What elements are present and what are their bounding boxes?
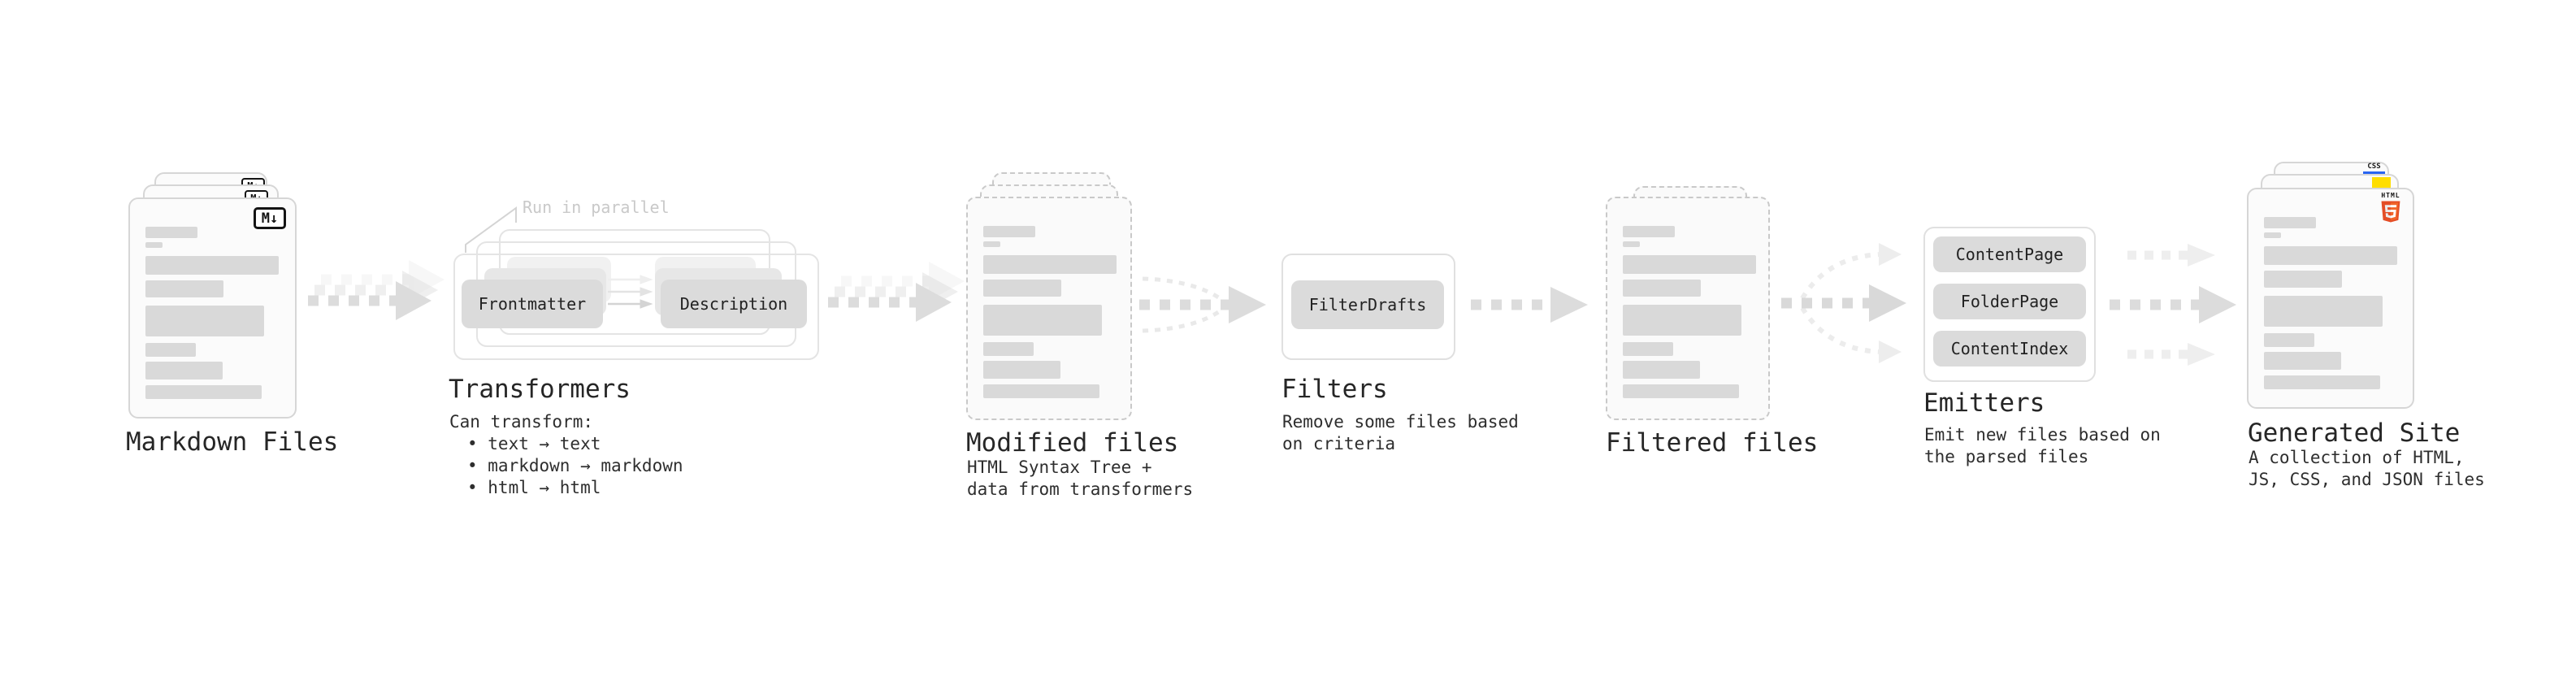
filtered-doc-front [1606, 197, 1770, 420]
generated-site-description: A collection of HTML, JS, CSS, and JSON … [2249, 447, 2485, 491]
flow-arrow-split-to-emitters [1781, 243, 1906, 363]
html5-icon: HTML [2379, 192, 2402, 223]
filter-drafts-pill: FilterDrafts [1291, 280, 1444, 329]
transformer-box-front [453, 254, 819, 360]
flow-arrow-filters-to-filtered [1471, 287, 1588, 323]
flow-arrow-merge-to-filters [1139, 276, 1266, 333]
filters-description: Remove some files based on criteria [1282, 411, 1519, 455]
body-line: data from transformers [967, 479, 1194, 499]
js-icon [2372, 177, 2391, 188]
frontmatter-pill: Frontmatter [462, 280, 603, 328]
transformers-description: Can transform: • text → text • markdown … [449, 411, 683, 499]
pill-to-pill-arrows [608, 275, 653, 309]
filtered-files-label: Filtered files [1606, 428, 1819, 458]
emitters-description: Emit new files based on the parsed files [1924, 424, 2161, 468]
body-line: A collection of HTML, [2249, 448, 2465, 467]
body-line: on criteria [1282, 434, 1396, 453]
run-in-parallel-callout-line [465, 206, 517, 253]
filters-heading: Filters [1281, 375, 1388, 404]
modified-files-label: Modified files [966, 428, 1179, 458]
html5-word: HTML [2381, 192, 2400, 199]
body-line: • text → text [467, 434, 601, 453]
emitters-heading: Emitters [1923, 388, 2045, 418]
body-line: the parsed files [1924, 447, 2089, 466]
body-line: HTML Syntax Tree + [967, 458, 1152, 477]
modified-files-description: HTML Syntax Tree + data from transformer… [967, 457, 1193, 501]
body-line: • markdown → markdown [467, 456, 683, 475]
modified-doc-front [966, 197, 1132, 420]
markdown-doc-front [128, 197, 297, 419]
css-icon: CSS [2363, 163, 2385, 174]
body-line: JS, CSS, and JSON files [2249, 470, 2485, 489]
body-line: Can transform: [449, 412, 594, 432]
markdown-icon: M↓ [254, 207, 286, 229]
description-pill: Description [661, 280, 807, 328]
flow-arrow-markdown-to-transformers [308, 260, 445, 320]
folder-page-pill: FolderPage [1933, 284, 2086, 319]
transformers-heading: Transformers [449, 375, 631, 404]
flow-arrow-transformers-to-modified [828, 262, 965, 322]
body-line: Emit new files based on [1924, 425, 2161, 445]
markdown-files-label: Markdown Files [126, 427, 339, 457]
generated-site-label: Generated Site [2248, 419, 2461, 448]
body-line: • html → html [467, 478, 601, 497]
flow-arrows-emitters-to-site [2110, 244, 2236, 366]
site-doc-front [2247, 188, 2414, 409]
body-line: Remove some files based [1282, 412, 1519, 432]
content-index-pill: ContentIndex [1933, 331, 2086, 367]
run-in-parallel-note: Run in parallel [523, 197, 670, 217]
content-page-pill: ContentPage [1933, 236, 2086, 272]
